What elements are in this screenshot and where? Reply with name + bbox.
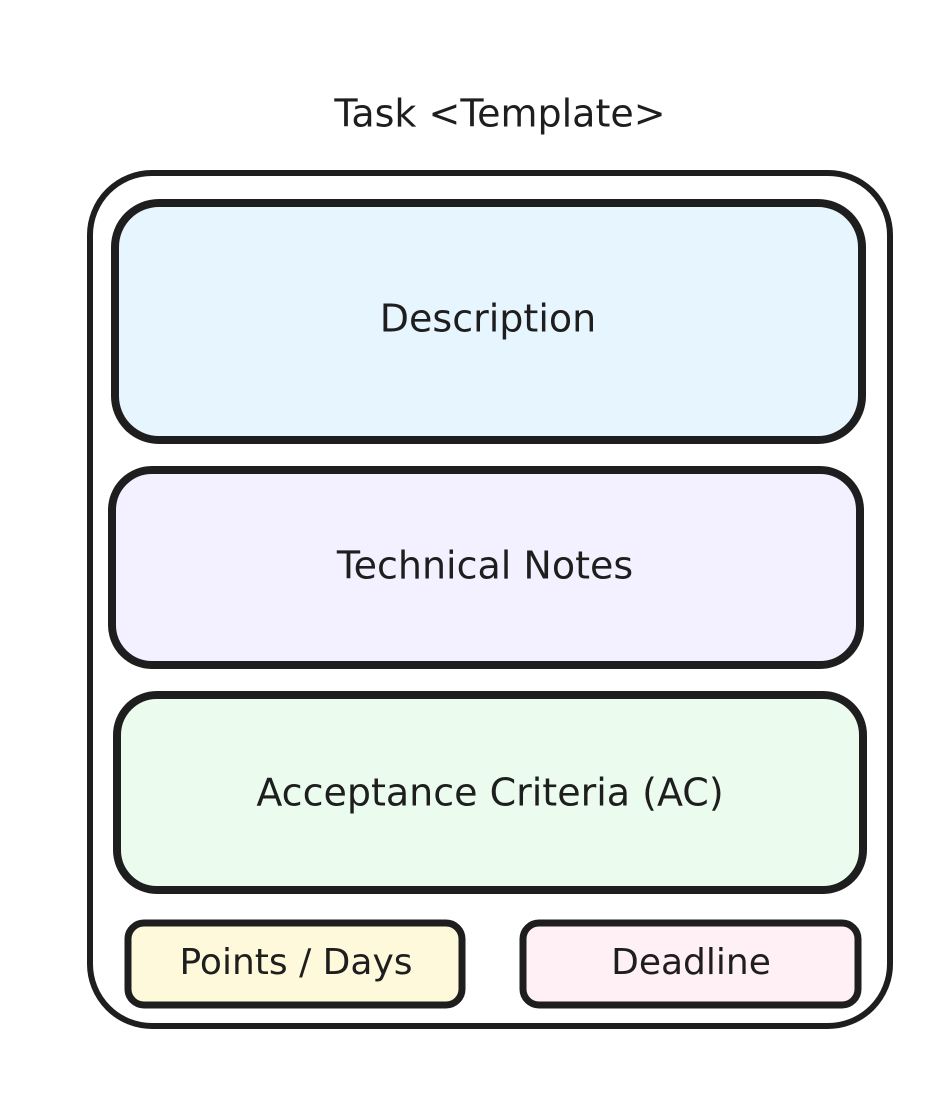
points-days-label: Points / Days [180,942,413,983]
points-days-section: Points / Days [124,919,466,1009]
description-label: Description [380,297,596,341]
deadline-label: Deadline [611,942,771,983]
diagram-title: Task <Template> [333,92,665,136]
acceptance-criteria-label: Acceptance Criteria (AC) [256,771,723,815]
technical-notes-section: Technical Notes [108,466,864,669]
deadline-section: Deadline [519,919,862,1009]
description-box [111,199,866,444]
acceptance-criteria-box [113,691,867,894]
deadline-box [519,919,862,1009]
technical-notes-label: Technical Notes [336,544,633,588]
points-days-box [124,919,466,1009]
acceptance-criteria-section: Acceptance Criteria (AC) [113,691,867,894]
description-section: Description [111,199,866,444]
technical-notes-box [108,466,864,669]
